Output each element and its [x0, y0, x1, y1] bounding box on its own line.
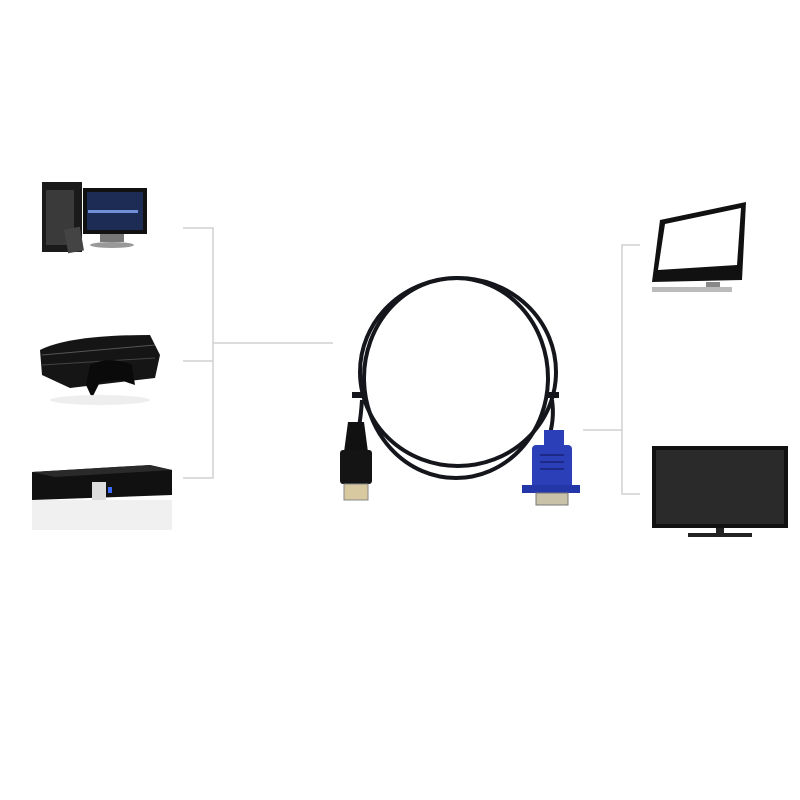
- game-console-icon: [40, 335, 160, 405]
- hdmi-to-vga-cable-icon: [352, 276, 559, 480]
- right-connector-lines: [583, 244, 640, 495]
- left-connector-lines: [183, 227, 333, 479]
- monitor-icon: [652, 202, 746, 292]
- tv-icon: [652, 446, 788, 537]
- desktop-computer-icon: [42, 182, 147, 254]
- vga-plug-icon: [522, 430, 580, 506]
- set-top-box-icon: [32, 465, 172, 530]
- hdmi-plug-icon: [340, 422, 372, 501]
